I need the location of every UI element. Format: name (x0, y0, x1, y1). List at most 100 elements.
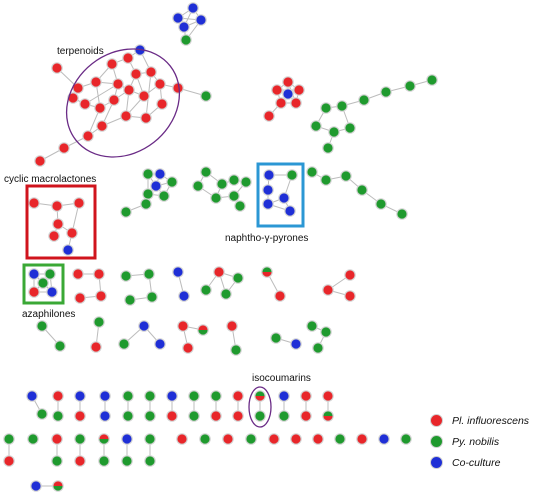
network-node (3, 455, 15, 467)
network-node (142, 168, 154, 180)
network-node (278, 410, 290, 422)
network-node (336, 100, 348, 112)
network-node (37, 277, 49, 289)
network-node (138, 90, 150, 102)
network-node (144, 433, 156, 445)
network-node (74, 455, 86, 467)
network-node (106, 58, 118, 70)
network-node (108, 94, 120, 106)
network-node (284, 205, 296, 217)
network-node (90, 341, 102, 353)
network-node (245, 433, 257, 445)
network-node (328, 126, 340, 138)
cyclic-macrolactones-label: cyclic macrolactones (4, 174, 97, 185)
network-node (123, 84, 135, 96)
network-node (150, 180, 162, 192)
network-node (176, 433, 188, 445)
isocoumarins-label: isocoumarins (252, 373, 311, 384)
network-node (263, 110, 275, 122)
network-node (356, 433, 368, 445)
network-node (28, 286, 40, 298)
blue-dot-icon (430, 456, 443, 469)
terpenoids-label: terpenoids (57, 46, 104, 57)
network-node (274, 290, 286, 302)
network-node (271, 84, 283, 96)
network-node (48, 230, 60, 242)
network-node (306, 320, 318, 332)
network-node (178, 21, 190, 33)
network-node (52, 410, 64, 422)
network-node (232, 410, 244, 422)
network-node (27, 433, 39, 445)
network-node (58, 142, 70, 154)
network-node (154, 168, 166, 180)
network-node (124, 294, 136, 306)
network-node-mixed (52, 480, 64, 492)
network-node (118, 338, 130, 350)
azaphilones-box (22, 263, 65, 305)
network-node (120, 110, 132, 122)
network-node (282, 76, 294, 88)
network-node (234, 200, 246, 212)
network-node (51, 455, 63, 467)
network-node (300, 390, 312, 402)
network-node (340, 170, 352, 182)
network-node (177, 320, 189, 332)
network-node (98, 455, 110, 467)
network-node (93, 268, 105, 280)
network-edge (84, 83, 119, 105)
network-node (166, 410, 178, 422)
network-node (93, 316, 105, 328)
network-node (140, 198, 152, 210)
network-node (286, 169, 298, 181)
network-node (200, 284, 212, 296)
network-node (232, 390, 244, 402)
network-nodes (3, 2, 438, 492)
network-node (146, 291, 158, 303)
network-node (122, 390, 134, 402)
network-node (44, 268, 56, 280)
network-node (278, 192, 290, 204)
cluster-highlights (22, 48, 305, 428)
network-node (230, 344, 242, 356)
network-node (290, 97, 302, 109)
network-node (143, 268, 155, 280)
network-node (195, 14, 207, 26)
network-node (178, 290, 190, 302)
network-node (188, 410, 200, 422)
network-node (182, 342, 194, 354)
network-node (99, 410, 111, 422)
network-node (320, 102, 332, 114)
network-node-mixed (197, 324, 209, 336)
network-node (28, 197, 40, 209)
network-node (79, 98, 91, 110)
network-node (130, 68, 142, 80)
network-node (322, 284, 334, 296)
network-node (142, 188, 154, 200)
network-node (52, 218, 64, 230)
network-node (396, 208, 408, 220)
network-node (74, 390, 86, 402)
network-node (46, 286, 58, 298)
network-node (320, 174, 332, 186)
network-node (322, 390, 334, 402)
network-node (144, 390, 156, 402)
network-node (344, 122, 356, 134)
network-node (199, 433, 211, 445)
network-node (187, 2, 199, 14)
network-node (210, 390, 222, 402)
isocoumarins-ellipse (248, 386, 272, 428)
network-node (73, 197, 85, 209)
network-node (166, 176, 178, 188)
network-node (188, 390, 200, 402)
network-node (154, 78, 166, 90)
network-node (121, 433, 133, 445)
network-node (82, 130, 94, 142)
network-node (3, 433, 15, 445)
legend: Pl. influorescens Py. nobilis Co-culture (430, 410, 529, 473)
terpenoids-ellipse (65, 48, 181, 158)
network-node (121, 455, 133, 467)
network-node (378, 433, 390, 445)
network-node (30, 480, 42, 492)
network-node (290, 433, 302, 445)
